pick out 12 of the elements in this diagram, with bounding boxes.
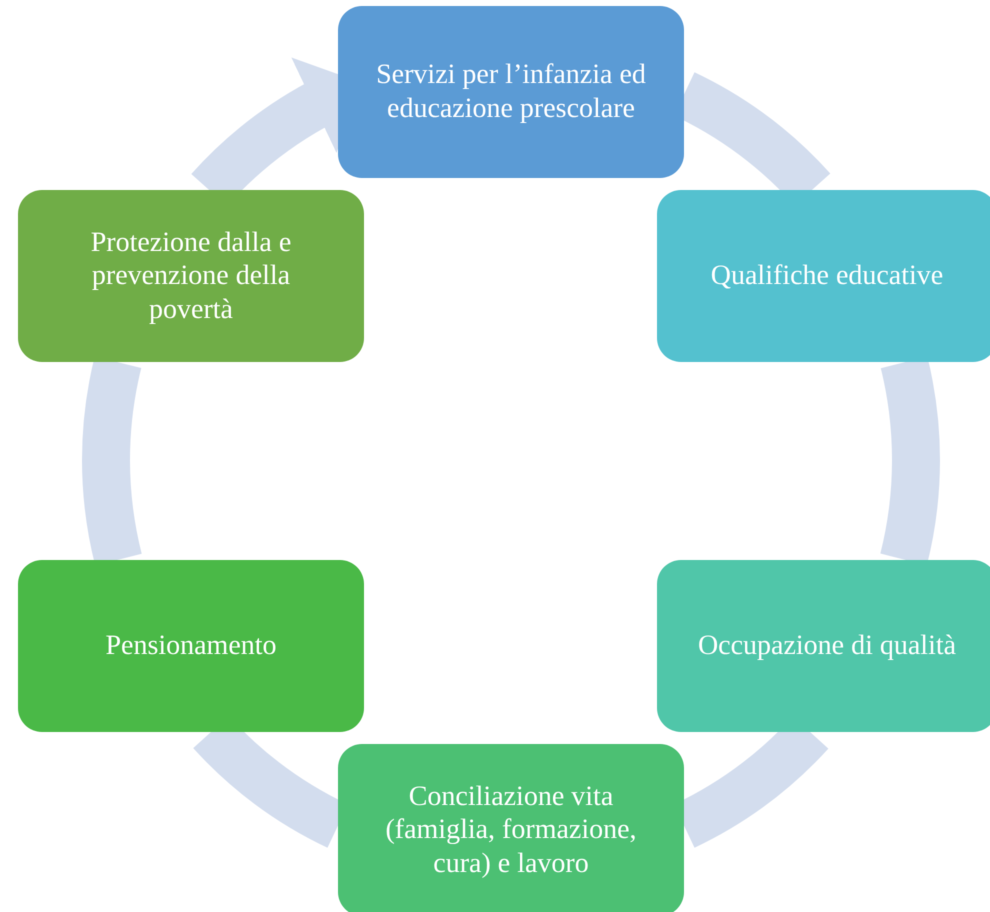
box-label: Protezione dalla e prevenzione della povertà xyxy=(90,226,292,326)
box-label: Occupazione di qualità xyxy=(698,629,956,663)
box-label: Servizi per l’infanzia ed educazione prescolare xyxy=(375,58,647,126)
process-box xyxy=(338,6,684,178)
box-label: Conciliazione vita (famiglia, formazione, cura) e lavoro xyxy=(384,780,638,880)
process-box xyxy=(657,560,990,732)
process-box xyxy=(657,190,990,362)
process-box xyxy=(338,744,684,912)
process-box xyxy=(18,190,364,362)
box-label: Qualifiche educative xyxy=(710,259,944,293)
box-label: Pensionamento xyxy=(105,629,277,663)
process-box xyxy=(18,560,364,732)
